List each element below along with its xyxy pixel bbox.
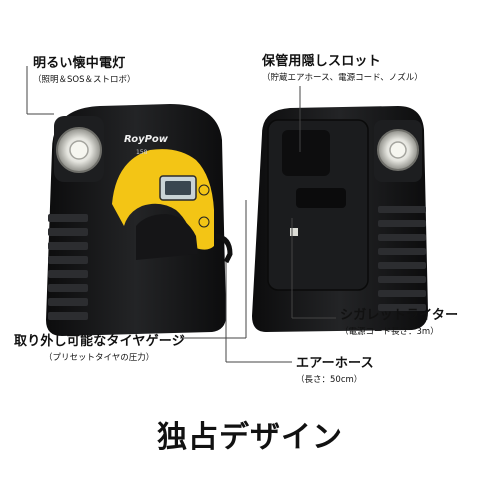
cigarette-subtitle: （電源コード長さ：3m） — [340, 327, 439, 337]
cigarette-title: シガレットライター — [340, 308, 459, 323]
headline: 独占デザイン — [157, 420, 343, 455]
storage-subtitle: （貯蔵エアホース、電源コード、ノズル） — [262, 73, 423, 83]
callout-gauge: 取り外し可能なタイヤゲージ （プリセットタイヤの圧力） — [14, 330, 185, 363]
callout-storage: 保管用隠しスロット （貯蔵エアホース、電源コード、ノズル） — [262, 50, 423, 83]
callout-hose: エアーホース （長さ：50cm） — [296, 352, 374, 385]
model-number: 158 — [136, 149, 148, 156]
flashlight-subtitle: （照明＆SOS＆ストロボ） — [33, 75, 136, 85]
callout-flashlight: 明るい懐中電灯 （照明＆SOS＆ストロボ） — [33, 52, 135, 85]
gauge-title: 取り外し可能なタイヤゲージ — [14, 334, 185, 349]
plus-button — [198, 216, 210, 228]
storage-title: 保管用隠しスロット — [262, 54, 381, 69]
gauge-subtitle: （プリセットタイヤの圧力） — [44, 353, 155, 363]
power-button — [198, 184, 210, 196]
flashlight-title: 明るい懐中電灯 — [33, 56, 126, 71]
rear-compressor — [252, 106, 428, 332]
leader-lines — [26, 66, 336, 363]
brand-logo: RoyPow — [124, 134, 169, 145]
front-compressor: RoyPow 158 — [46, 104, 233, 336]
callout-cigarette: シガレットライター （電源コード長さ：3m） — [340, 304, 458, 337]
hose-subtitle: （長さ：50cm） — [296, 375, 363, 385]
hose-title: エアーホース — [296, 356, 374, 371]
